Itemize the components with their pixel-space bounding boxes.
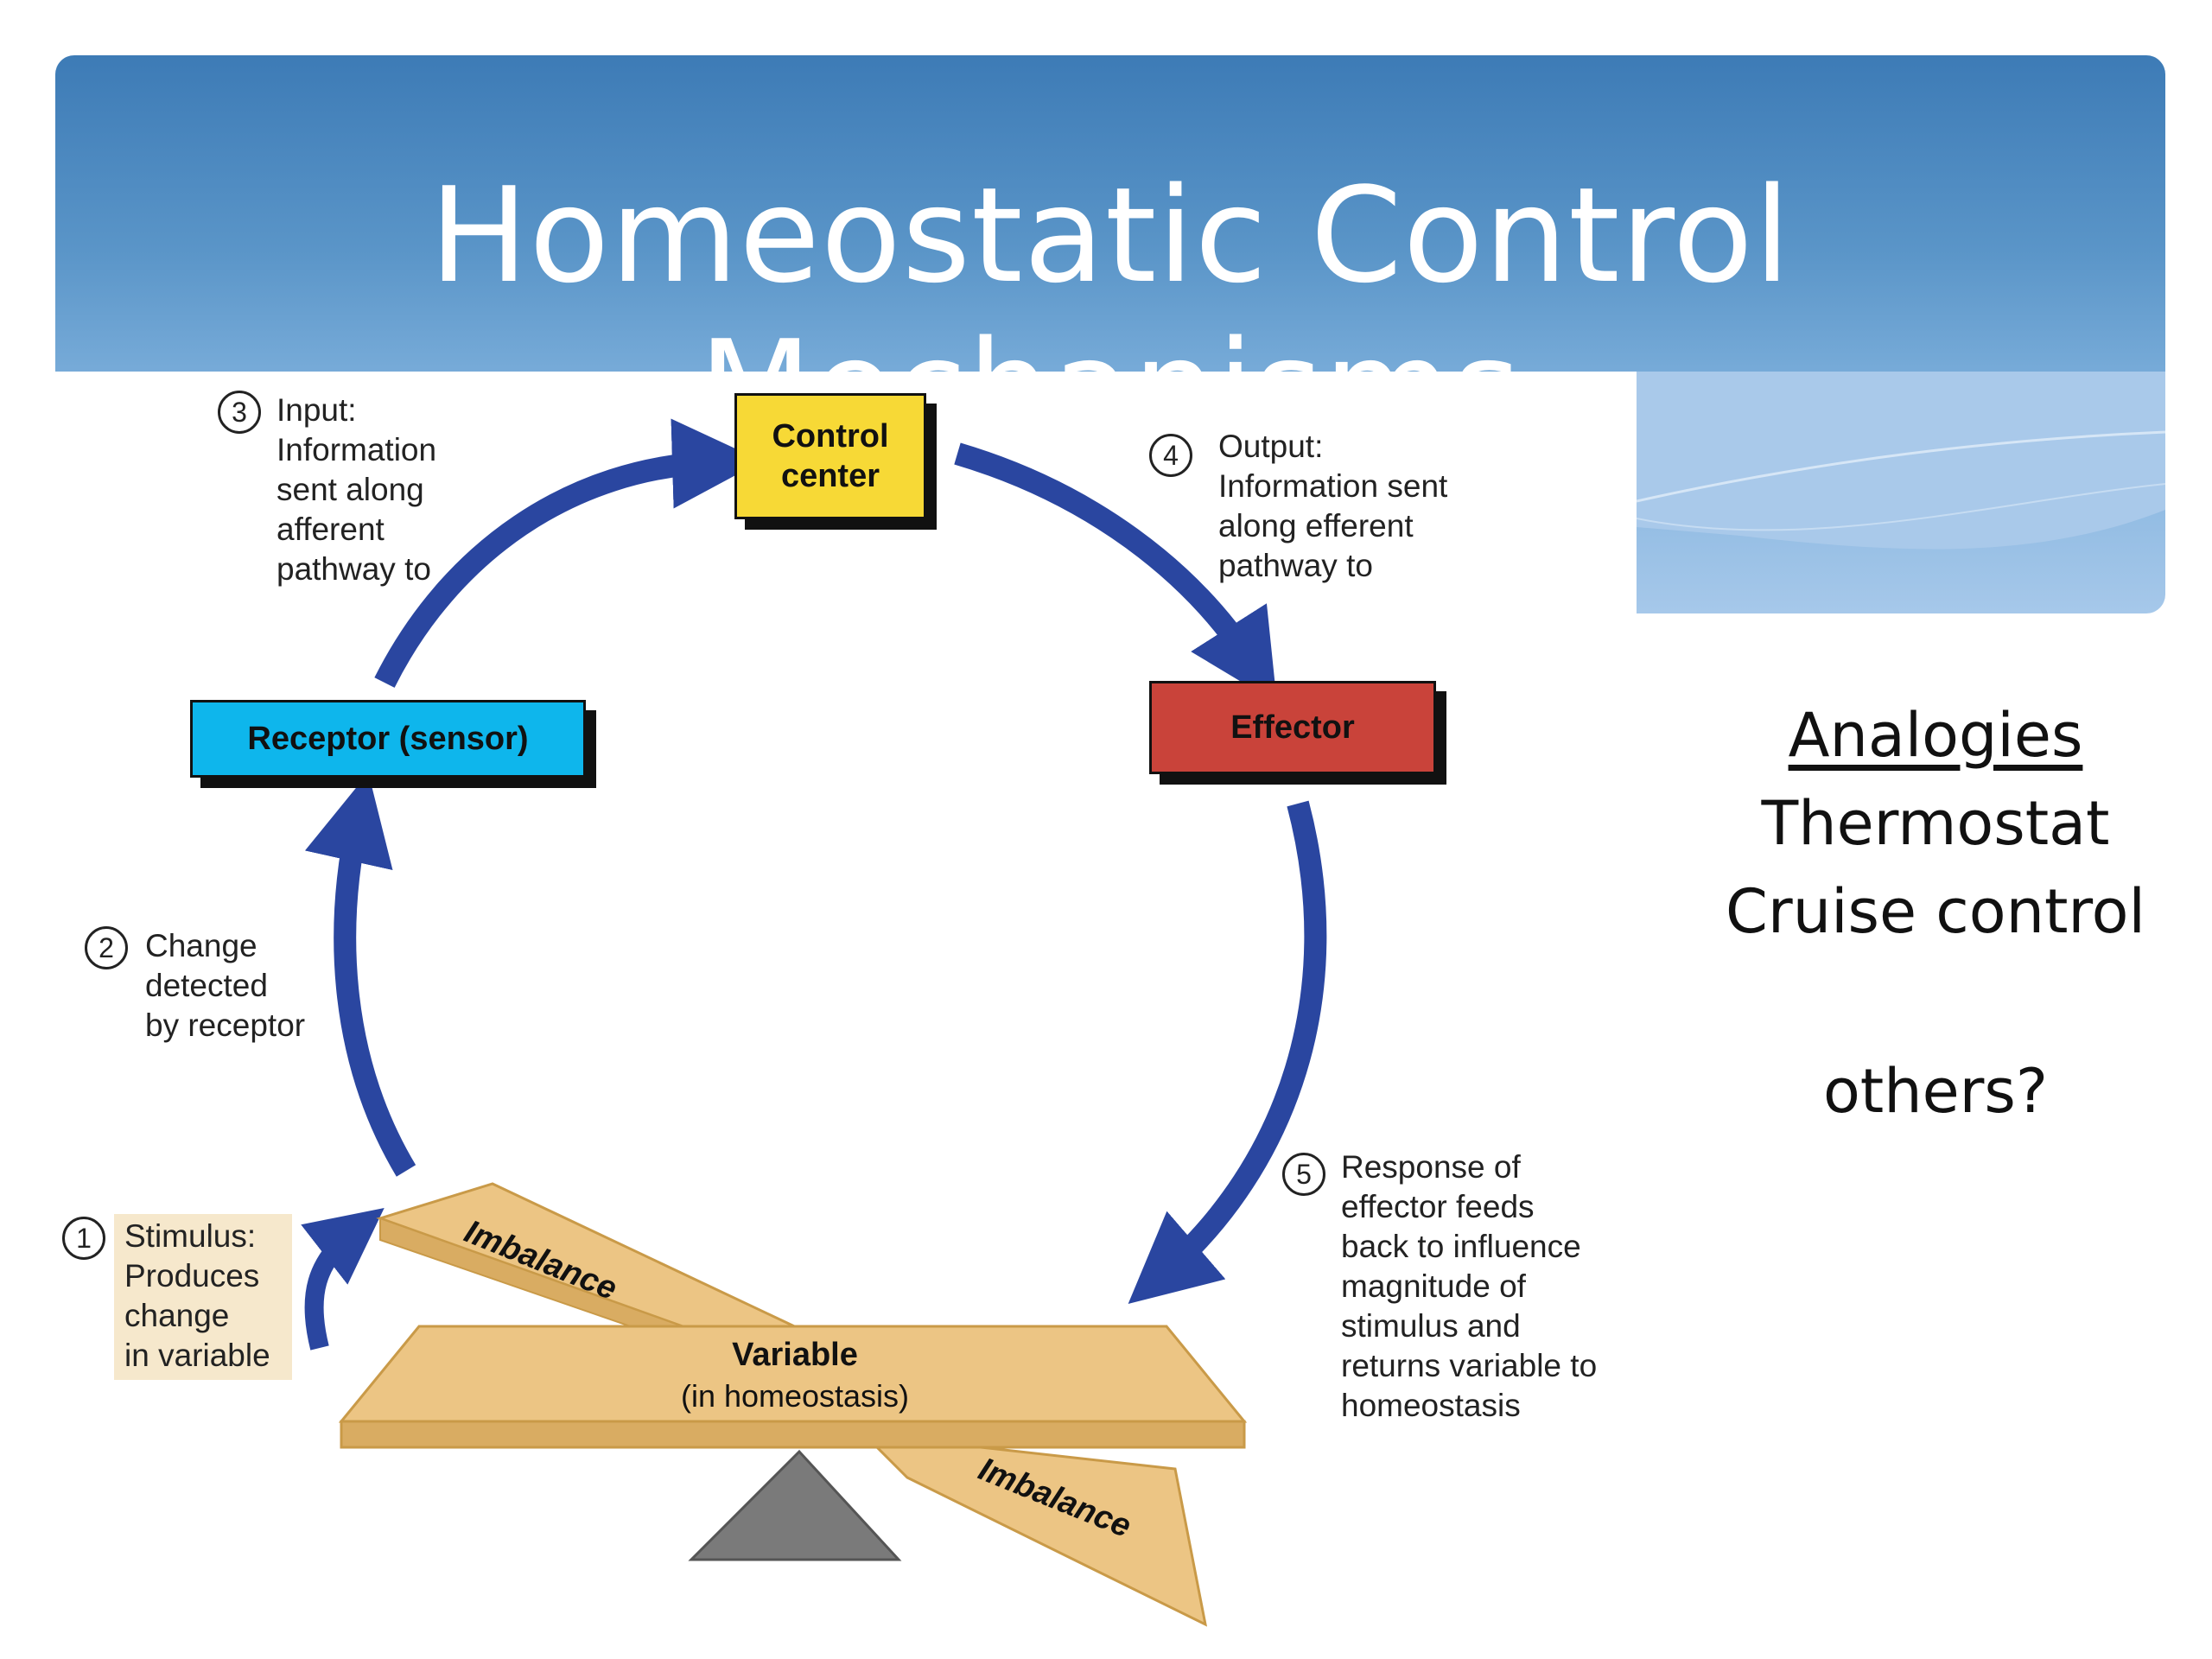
effector-box: Effector <box>1149 681 1436 774</box>
step-3-badge: 3 <box>218 391 261 434</box>
step-3-text: Input: Information sent along afferent p… <box>276 392 437 587</box>
step-1-badge: 1 <box>62 1217 105 1260</box>
arrow-stimulus <box>301 1207 385 1351</box>
variable-sublabel: (in homeostasis) <box>681 1378 909 1414</box>
step-4-text: Output: Information sent along efferent … <box>1218 429 1448 583</box>
arrow-receptor-to-control <box>374 418 762 688</box>
analogies-prompt: others? <box>1822 1056 2049 1127</box>
receptor-box: Receptor (sensor) <box>190 700 586 778</box>
step-2-text: Change detected by receptor <box>145 928 306 1043</box>
step-5-text: Response of effector feeds back to influ… <box>1341 1149 1598 1423</box>
imbalance-plank-lower <box>860 1433 1208 1627</box>
arrow-variable-to-receptor <box>304 772 416 1177</box>
step-4-badge: 4 <box>1149 434 1192 477</box>
step-5-badge: 5 <box>1282 1153 1325 1196</box>
banner-decoration <box>1637 372 2165 550</box>
control-center-box: Control center <box>734 393 926 519</box>
analogy-thermostat: Thermostat <box>1761 788 2110 859</box>
stimulus-highlight <box>114 1214 292 1380</box>
analogies-heading: Analogies <box>1788 700 2083 771</box>
variable-plank <box>338 1325 1248 1449</box>
arrow-control-to-effector <box>954 442 1277 703</box>
analogy-cruise-control: Cruise control <box>1726 876 2145 947</box>
arrow-effector-to-variable <box>1128 800 1327 1304</box>
step-1-text: Stimulus: Produces change in variable <box>124 1218 270 1373</box>
variable-label: Variable <box>732 1337 858 1373</box>
step-2-badge: 2 <box>85 926 128 969</box>
fulcrum <box>688 1449 902 1561</box>
